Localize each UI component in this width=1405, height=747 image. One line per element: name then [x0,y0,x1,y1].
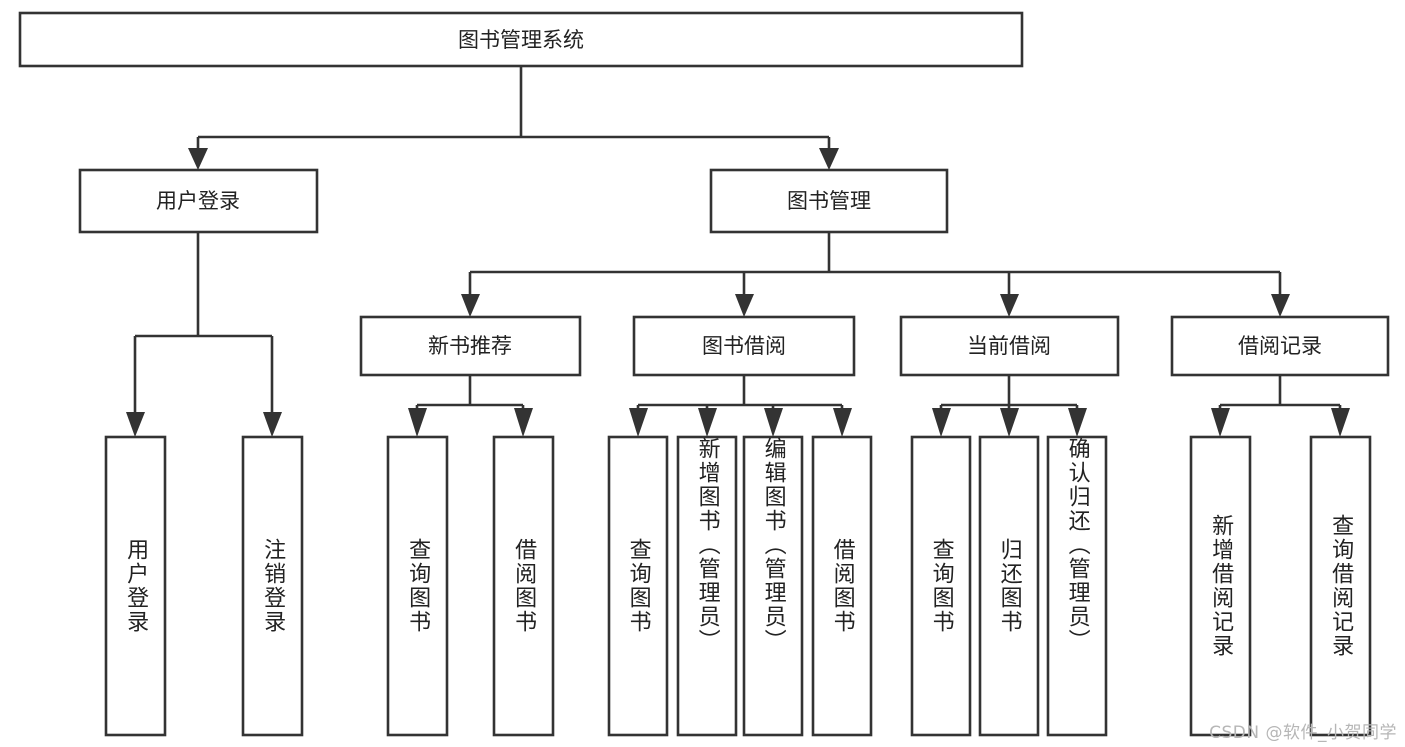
node-box-leaf-query-book-2[interactable] [607,435,669,737]
arrow-head-leaf-borrow-book-1 [514,408,533,437]
connector-group-borrow-record [1211,375,1350,437]
node-box-current-borrow[interactable] [899,315,1120,377]
node-box-leaf-edit-book[interactable] [742,435,804,737]
arrow-head-leaf-confirm-return [1068,408,1087,437]
arrow-head-user-login [188,148,208,170]
node-user-login[interactable]: 用户登录 [78,168,319,234]
node-box-book-management[interactable] [709,168,949,234]
node-box-borrow-record[interactable] [1170,315,1390,377]
node-box-leaf-borrow-book-2[interactable] [811,435,873,737]
node-box-leaf-user-login[interactable] [104,435,167,737]
node-borrow-record[interactable]: 借阅记录 [1170,315,1390,377]
arrow-head-leaf-edit-book [764,408,783,437]
node-label-borrow-record: 借阅记录 [1238,334,1322,358]
connector-group-root [188,66,839,170]
node-title[interactable]: 图书管理系统 [18,11,1024,68]
arrow-head-leaf-return-book [1000,408,1019,437]
node-new-book-recommend[interactable]: 新书推荐 [359,315,582,377]
node-label-current-borrow: 当前借阅 [967,334,1051,358]
arrow-head-book-borrow [735,294,754,317]
node-label-book-borrow: 图书借阅 [702,334,786,358]
arrow-head-book-management [819,148,839,170]
arrow-head-borrow-record [1271,294,1290,317]
node-box-leaf-query-book-1[interactable] [386,435,449,737]
connector-group-user-login [126,232,282,437]
arrow-head-leaf-query-book-1 [408,408,427,437]
node-box-leaf-add-book[interactable] [676,435,738,737]
node-box-leaf-borrow-book-1[interactable] [492,435,555,737]
node-label-title: 图书管理系统 [458,28,584,52]
arrow-head-leaf-add-record [1211,408,1230,437]
connector-group-book-management [461,232,1290,317]
arrow-head-leaf-query-book-2 [629,408,648,437]
connector-group-current-borrow [932,375,1087,437]
node-box-book-borrow[interactable] [632,315,856,377]
node-box-leaf-return-book[interactable] [978,435,1040,737]
connector-group-book-borrow [629,375,852,437]
node-box-leaf-query-book-3[interactable] [910,435,972,737]
node-box-leaf-logout-login[interactable] [241,435,304,737]
node-book-management[interactable]: 图书管理 [709,168,949,234]
node-box-new-book-recommend[interactable] [359,315,582,377]
arrow-head-leaf-query-book-3 [932,408,951,437]
node-box-leaf-confirm-return[interactable] [1046,435,1108,737]
node-box-leaf-query-record[interactable] [1309,435,1372,737]
arrow-head-leaf-borrow-book-2 [833,408,852,437]
watermark: CSDN @软件_小贺同学 [1209,723,1397,743]
node-box-user-login[interactable] [78,168,319,234]
connector-group-new-book-recommend [408,375,533,437]
arrow-head-leaf-add-book [698,408,717,437]
arrow-head-current-borrow [1000,294,1019,317]
node-label-book-management: 图书管理 [787,189,871,213]
node-label-user-login: 用户登录 [156,189,240,213]
node-label-new-book-recommend: 新书推荐 [428,334,512,358]
arrow-head-leaf-logout-login [263,412,282,437]
node-current-borrow[interactable]: 当前借阅 [899,315,1120,377]
node-box-title[interactable] [18,11,1024,68]
arrow-head-new-book-recommend [461,294,480,317]
node-box-leaf-add-record[interactable] [1189,435,1252,737]
node-book-borrow[interactable]: 图书借阅 [632,315,856,377]
arrow-head-leaf-query-record [1331,408,1350,437]
arrow-head-leaf-user-login [126,412,145,437]
